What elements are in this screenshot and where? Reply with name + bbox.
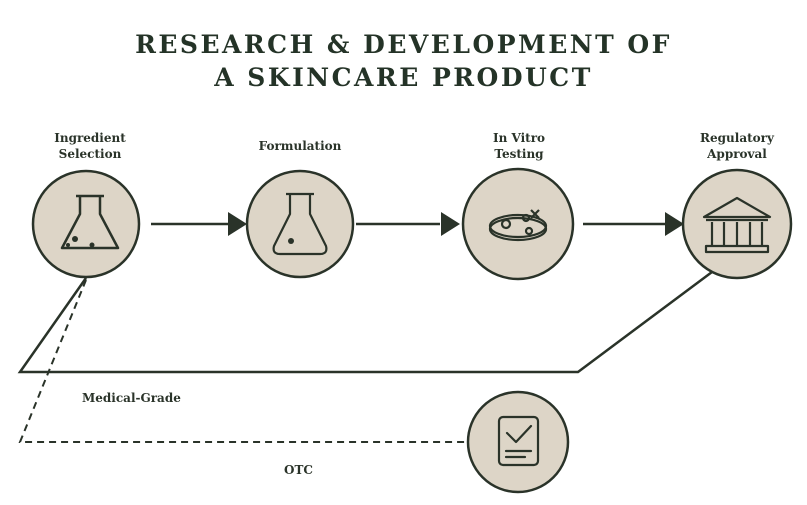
step-label-ingredient-selection: Ingredient Selection [54,130,126,162]
petri-dish-icon [488,209,548,242]
step-label-line: Selection [58,147,122,161]
step-label-line: Regulatory [700,131,774,145]
arrowhead-1 [228,212,247,236]
step-label-in-vitro-testing: In Vitro Testing [493,130,545,162]
step-label-regulatory-approval: Regulatory Approval [700,130,774,162]
step-node-regulatory-approval [681,168,793,280]
step-label-line: Approval [707,147,767,161]
step-label-line: Formulation [258,139,342,153]
flask-with-dots-icon [60,194,120,250]
diagram-title-line-1: RESEARCH & DEVELOPMENT OF [135,30,672,59]
step-node-in-vitro-testing [461,167,575,281]
step-label-line: In Vitro [492,131,546,145]
flask-icon [272,192,328,256]
step-label-line: Testing [494,147,544,161]
otc-path [18,279,469,443]
diagram-title-line-2: A SKINCARE PRODUCT [214,63,593,92]
arrowhead-2 [441,212,460,236]
path-label-medical-grade: Medical-Grade [82,391,181,405]
medical-grade-path [17,270,713,374]
checklist-document-icon [497,415,540,467]
step-node-formulation [245,169,355,279]
government-building-icon [702,196,772,254]
step-label-line: Ingredient [54,131,126,145]
outcome-node-checklist [466,390,570,494]
step-label-formulation: Formulation [259,138,342,154]
path-label-otc: OTC [284,463,313,477]
step-node-ingredient-selection [31,169,141,279]
arrowhead-3 [665,212,684,236]
